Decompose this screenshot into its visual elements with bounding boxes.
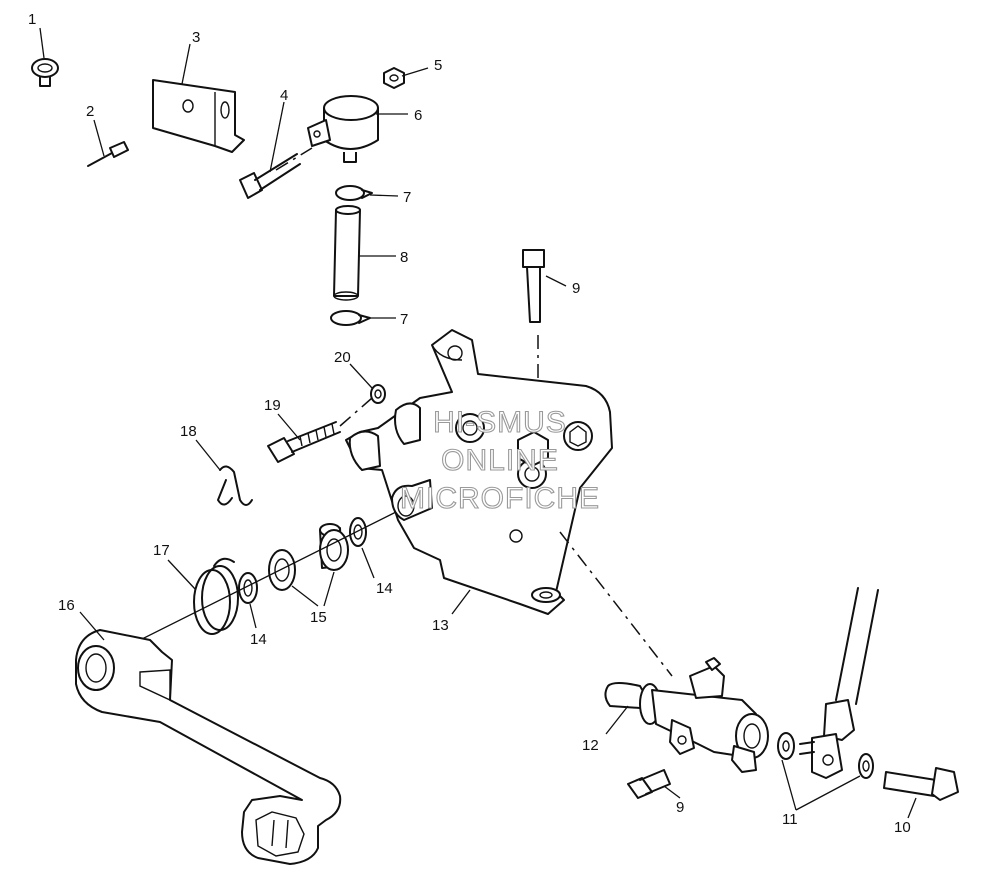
push-rod-clevis [799,587,879,779]
callout-10: 10 [894,819,911,836]
part-6-reservoir [307,95,379,163]
callout-16: 16 [58,597,75,614]
callout-18: 18 [180,423,197,440]
part-13-main-bracket [345,329,613,615]
part-15-bushing-a [268,549,296,591]
callout-6: 6 [414,107,422,124]
part-10-bolt [883,767,959,801]
part-14-washer-left [238,572,258,604]
part-19-bolt [267,421,341,463]
watermark-line-2: ONLINE [441,444,559,477]
watermark-line-1: HI-SMUS [433,406,567,439]
part-16-brake-pedal [75,629,342,865]
callout-1: 1 [28,11,36,28]
part-11-washer-a [777,732,795,760]
part-17-spring [193,557,239,635]
watermark-line-3: MICROFICHE [400,482,600,515]
callout-15: 15 [310,609,327,626]
part-11-washer-b [858,753,874,779]
part-18-clip [217,465,253,506]
callout-19: 19 [264,397,281,414]
callouts: 1 2 3 4 5 6 7 8 7 9 20 19 18 17 14 15 14… [28,11,911,836]
callout-14b: 14 [376,580,393,597]
part-1-clamp [31,58,59,87]
callout-20: 20 [334,349,351,366]
part-9-bolt-lower [627,769,671,799]
leader-lines [39,27,917,819]
part-4-bolt [239,153,301,199]
callout-7b: 7 [400,311,408,328]
callout-13: 13 [432,617,449,634]
part-2-pin [87,141,129,167]
part-7-clamp-upper [335,185,373,201]
callout-2: 2 [86,103,94,120]
part-14-washer-right [349,517,367,547]
callout-9b: 9 [676,799,684,816]
part-20-washer [370,384,386,404]
part-5-nut [383,67,405,89]
part-7-clamp-lower [330,310,371,326]
callout-8: 8 [400,249,408,266]
callout-9a: 9 [572,280,580,297]
callout-14a: 14 [250,631,267,648]
watermark: HI-SMUS ONLINE MICROFICHE [399,405,600,515]
callout-17: 17 [153,542,170,559]
part-3-bracket [152,79,245,153]
callout-4: 4 [280,87,288,104]
part-8-hose [333,205,361,301]
callout-11: 11 [782,811,798,828]
callout-5: 5 [434,57,442,74]
part-12-master-cylinder [559,531,769,773]
part-9-bolt-upper [522,249,545,323]
callout-12: 12 [582,737,599,754]
part-15-bushing-b [319,523,349,571]
callout-3: 3 [192,29,200,46]
callout-7a: 7 [403,189,411,206]
